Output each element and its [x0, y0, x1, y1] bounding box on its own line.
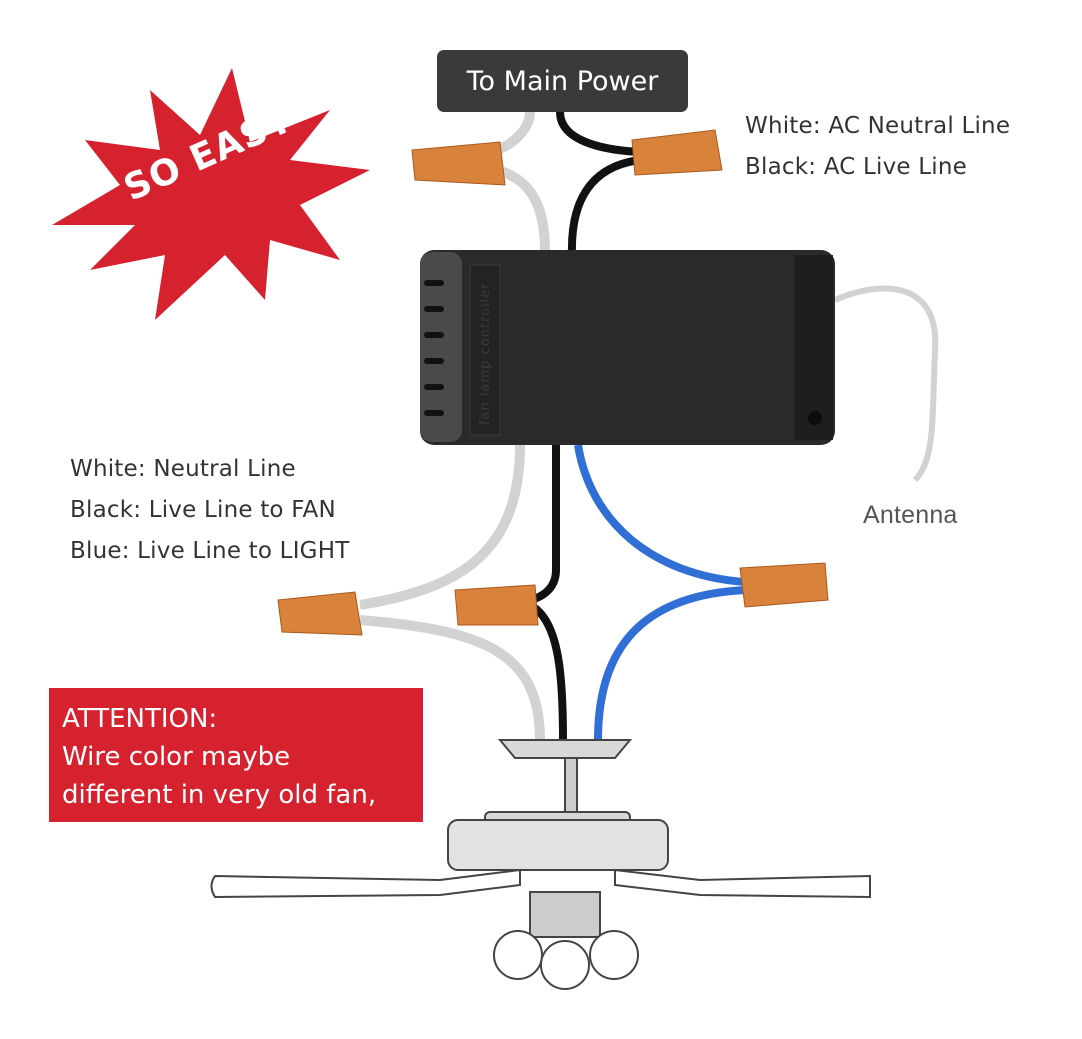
attention-title: ATTENTION:	[62, 704, 218, 734]
controller-label: fan lamp controller	[478, 282, 493, 425]
blue-wire-bottom	[574, 444, 746, 741]
ceiling-fan-illustration	[210, 739, 871, 990]
bottom-legend-black: Black: Live Line to FAN	[70, 497, 336, 523]
bottom-legend-white: White: Neutral Line	[70, 456, 296, 482]
fan-lamp-controller	[420, 250, 835, 445]
top-legend-white: White: AC Neutral Line	[745, 113, 1011, 139]
attention-line: Wire color maybe	[62, 742, 291, 772]
antenna-label: Antenna	[863, 501, 958, 529]
attention-line: different in very old fan,	[62, 780, 377, 810]
so-easy-starburst	[52, 68, 370, 320]
to-main-power-label: To Main Power	[437, 50, 688, 112]
white-wire-bottom	[359, 444, 545, 741]
bottom-legend-blue: Blue: Live Line to LIGHT	[70, 538, 350, 564]
antenna-wire	[833, 285, 939, 483]
wire-nut-icon	[277, 129, 829, 636]
black-wire-top	[556, 111, 641, 256]
top-legend-black: Black: AC Live Line	[745, 154, 967, 180]
attention-box: ATTENTION: Wire color maybe different in…	[49, 688, 423, 822]
